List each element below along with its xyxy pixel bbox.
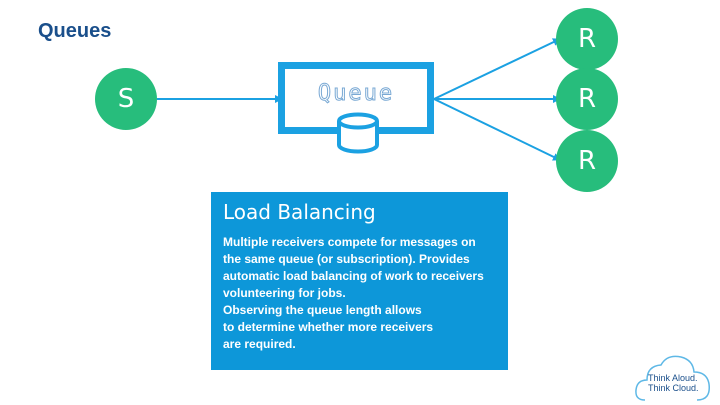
info-body: Multiple receivers compete for messages … (223, 234, 498, 353)
database-icon (337, 112, 379, 154)
info-line: are required. (223, 337, 296, 351)
logo-text: Think Aloud. Think Cloud. (648, 373, 699, 393)
receiver-node-3: R (556, 130, 618, 192)
info-line: Multiple receivers compete for messages … (223, 235, 476, 249)
info-line: Observing the queue length allows (223, 303, 422, 317)
logo-line: Think Aloud. (648, 373, 698, 383)
cloud-logo-icon (635, 355, 710, 401)
info-title: Load Balancing (223, 200, 376, 224)
load-balancing-info-box: Load Balancing Multiple receivers compet… (211, 192, 508, 370)
info-line: the same queue (or subscription). Provid… (223, 252, 470, 266)
info-line: to determine whether more receivers (223, 320, 434, 334)
receiver-node-2: R (556, 68, 618, 130)
queue-inner: Queue (285, 69, 427, 127)
info-line: volunteering for jobs. (223, 286, 346, 300)
info-line: automatic load balancing of work to rece… (223, 269, 484, 283)
sender-node: S (95, 68, 157, 130)
logo-line: Think Cloud. (648, 383, 699, 393)
queue-label: Queue (317, 81, 395, 107)
receiver-node-1: R (556, 8, 618, 70)
arrow-queue-to-receiver-1 (433, 38, 561, 100)
slide-title: Queues (38, 20, 112, 42)
arrow-queue-to-receiver-3 (433, 98, 561, 161)
queue-box: Queue (278, 62, 434, 134)
